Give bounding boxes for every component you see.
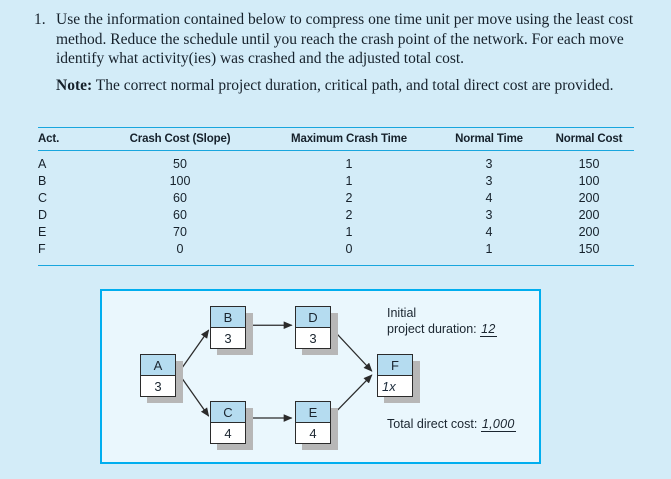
cell-normal-time: 3 [485,207,493,222]
table-row: F 0 0 1 150 [38,240,634,260]
table-body: A 50 1 3 150 B 100 1 3 100 C 60 2 4 200 … [38,151,634,261]
note-label: Note: [56,76,93,94]
table-bottom-rule [38,265,634,266]
arrow-a-to-c [177,372,210,417]
cell-normal-cost: 150 [578,156,600,171]
column-header-act: Act. [38,127,96,151]
node-label: D [296,307,330,328]
duration-label: project duration: [387,322,477,336]
network-diagram-panel: A 3 B 3 C 4 D 3 E 4 F 1x [100,289,541,464]
question-paragraph: Use the information contained below to c… [56,11,634,67]
cost-value: 1,000 [480,417,516,432]
note-text: The correct normal project duration, cri… [92,76,614,94]
cell-normal-time: 3 [485,156,493,171]
question-row: 1. Use the information contained below t… [34,10,634,95]
column-header-normal-time: Normal Time [434,127,544,151]
network-node-c[interactable]: C 4 [210,401,253,450]
cell-normal-cost: 200 [578,207,600,222]
column-header-crash-cost-slope: Crash Cost (Slope) [96,127,264,151]
cell-max-crash: 2 [345,190,353,205]
cell-slope: 60 [173,207,187,222]
node-label: B [211,307,245,328]
cell-slope: 70 [173,224,187,239]
question-block: 1. Use the information contained below t… [34,10,634,95]
network-node-b[interactable]: B 3 [210,306,253,355]
cell-normal-cost: 100 [578,173,600,188]
cell-slope: 60 [173,190,187,205]
cell-slope: 100 [169,173,191,188]
table-row: B 100 1 3 100 [38,172,634,189]
cell-act: D [38,207,48,222]
cell-act: B [38,173,47,188]
node-box: D 3 [295,306,331,349]
cell-act: C [38,190,48,205]
cell-slope: 50 [173,156,187,171]
network-node-e[interactable]: E 4 [295,401,338,450]
table-row: D 60 2 3 200 [38,206,634,223]
cell-act: A [38,156,47,171]
node-duration: 3 [211,328,245,348]
cell-normal-time: 4 [485,190,493,205]
node-box: C 4 [210,401,246,444]
network-node-f[interactable]: F 1x [377,354,420,403]
column-header-normal-cost: Normal Cost [544,127,634,151]
node-label: E [296,402,330,423]
cell-max-crash: 0 [345,241,353,256]
node-box: E 4 [295,401,331,444]
table-row: E 70 1 4 200 [38,223,634,240]
question-number: 1. [34,11,46,28]
node-duration: 3 [296,328,330,348]
total-direct-cost-annotation: Total direct cost: 1,000 [387,417,516,432]
cell-max-crash: 1 [345,224,353,239]
node-duration: 4 [296,423,330,443]
node-box: F 1x [377,354,413,397]
node-duration: 1x [378,376,412,396]
crash-cost-table: Act. Crash Cost (Slope) Maximum Crash Ti… [38,127,634,260]
node-box: A 3 [140,354,176,397]
cell-max-crash: 2 [345,207,353,222]
cell-act: F [38,241,46,256]
table-row: C 60 2 4 200 [38,189,634,206]
cell-max-crash: 1 [345,173,353,188]
node-duration: 4 [211,423,245,443]
question-note: Note: The correct normal project duratio… [56,76,634,96]
cell-normal-cost: 200 [578,224,600,239]
cell-max-crash: 1 [345,156,353,171]
column-header-maximum-crash-time: Maximum Crash Time [264,127,434,151]
node-label: C [211,402,245,423]
table-header-row: Act. Crash Cost (Slope) Maximum Crash Ti… [38,127,634,151]
node-box: B 3 [210,306,246,349]
node-label: A [141,355,175,376]
duration-line-1: Initial [387,306,417,320]
duration-line-2: project duration: 12 [387,321,497,337]
arrow-a-to-b [177,329,210,374]
table-header: Act. Crash Cost (Slope) Maximum Crash Ti… [38,127,634,151]
cell-normal-cost: 200 [578,190,600,205]
cell-normal-time: 3 [485,173,493,188]
cell-slope: 0 [176,241,184,256]
cost-label: Total direct cost: [387,417,478,431]
question-body: Use the information contained below to c… [56,10,634,95]
duration-value: 12 [480,322,497,337]
network-node-a[interactable]: A 3 [140,354,183,403]
initial-project-duration-annotation: Initial project duration: 12 [387,305,497,337]
node-label: F [378,355,412,376]
node-duration: 3 [141,376,175,396]
network-node-d[interactable]: D 3 [295,306,338,355]
cell-normal-time: 4 [485,224,493,239]
cell-normal-time: 1 [485,241,493,256]
cell-normal-cost: 150 [578,241,600,256]
table-row: A 50 1 3 150 [38,151,634,173]
cell-act: E [38,224,47,239]
